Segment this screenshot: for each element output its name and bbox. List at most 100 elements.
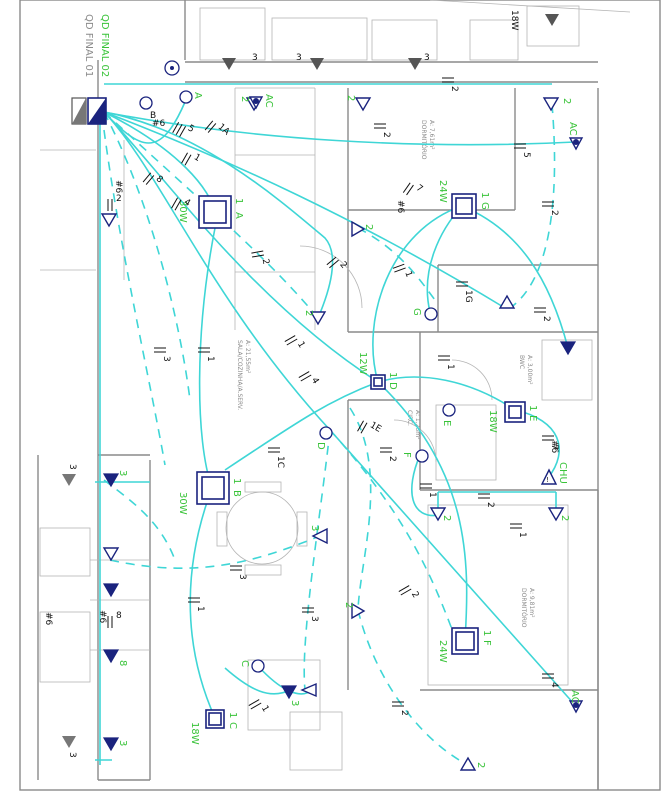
svg-text:2: 2 [485,502,495,508]
svg-text:AC: AC [263,94,274,108]
outlet[interactable]: 2 [542,97,572,112]
luminaire-e[interactable]: 18W 1 E [487,401,538,433]
svg-text:2: 2 [303,310,314,316]
outlet-floor[interactable]: 8 [102,649,128,666]
outlet-grey[interactable]: 3 [222,53,258,70]
luminaire-power: 30W [177,492,188,515]
room-name: DORMITÓRIO [520,588,527,628]
svg-text:CHU: CHU [557,462,568,484]
luminaires: 30W 1 A 24W 1 G 12W 1 D 18W 1 E [177,180,538,745]
panel-qd1[interactable] [71,97,87,125]
svg-text:2: 2 [337,260,348,271]
svg-text:2: 2 [409,590,421,600]
outlet[interactable] [102,547,120,562]
luminaire-switch-id: B [231,490,242,497]
outlet[interactable]: 2 [345,95,372,112]
luminaire-circuit: 1 [481,630,492,636]
outlet[interactable]: 2 [459,756,486,771]
svg-text:3: 3 [296,53,302,63]
outlet-floor[interactable]: 3 [102,470,128,488]
svg-text:4: 4 [549,682,559,688]
outlet[interactable] [498,294,516,309]
ac-point[interactable]: AC [568,690,584,714]
svg-text:AC: AC [569,690,580,704]
svg-text:2: 2 [561,98,572,104]
luminaire-power: 24W [437,180,448,203]
luminaire-c[interactable]: 18W 1 C [189,709,238,745]
outlet[interactable]: 2 [429,507,452,522]
outlet[interactable]: 2 [343,602,366,620]
outlet-floor[interactable]: 3 [102,737,128,752]
switch-e[interactable]: E [441,403,456,426]
outlet[interactable] [300,682,317,698]
ac-point[interactable]: AC [248,94,274,110]
outlet-floor[interactable] [102,583,120,598]
ac-point[interactable]: AC [567,122,584,151]
luminaire-circuit: 1 [387,372,398,378]
panel-qd2[interactable] [87,97,107,125]
outlet[interactable]: 2 [547,507,570,522]
svg-text:3: 3 [289,700,300,706]
room-area: A: 3,00m² [526,355,533,385]
outlet-grey[interactable]: 18W [509,10,559,30]
outlet[interactable]: 3 [309,525,328,545]
switch-f[interactable]: F [401,449,429,463]
svg-text:E: E [441,420,452,426]
svg-text:2: 2 [343,602,354,608]
outlet-grey[interactable]: 3 [408,53,430,70]
outlet[interactable]: 2 [351,220,374,238]
shower-point[interactable]: ! CHU [540,462,568,485]
switch-c[interactable]: C [239,659,265,673]
svg-text:3: 3 [252,53,258,63]
special-points: AC AC AC ! CHU [248,94,584,714]
outlet-floor[interactable]: 3 [280,685,300,706]
panel-qd1-label: QD FINAL 01 [83,14,94,77]
svg-text:8: 8 [154,174,165,186]
svg-text:2: 2 [387,456,397,462]
svg-text:1E: 1E [368,420,383,435]
room-name: BWC [518,355,525,369]
switch-b[interactable]: B [139,96,156,121]
svg-text:3: 3 [117,740,128,746]
switch-g[interactable]: G [411,307,438,321]
luminaire-g[interactable]: 24W 1 G [437,180,490,219]
svg-text:2: 2 [363,224,374,230]
switch-d[interactable]: D [315,426,333,450]
outlet[interactable] [100,213,118,228]
svg-text:2: 2 [449,86,459,92]
outlet-grey[interactable]: 3 [62,464,77,486]
svg-text:8: 8 [117,660,128,666]
svg-text:3: 3 [237,574,247,580]
outlet-floor[interactable] [559,341,577,356]
outlet[interactable]: 2 [303,310,327,326]
outlet-grey[interactable]: 3 [62,736,77,758]
svg-text:2: 2 [116,194,122,204]
luminaire-d[interactable]: 12W 1 D [357,352,398,390]
svg-text:7: 7 [414,183,424,194]
svg-text:B: B [150,111,156,121]
svg-text:2: 2 [441,515,452,521]
svg-text:1: 1 [517,532,527,538]
luminaire-power: 30W [177,200,188,223]
gauge-labels: #6 #6 #6 #6 #6 #6 [43,119,559,626]
switch-a[interactable]: A [179,90,203,104]
luminaire-b[interactable]: 30W 1 B [177,471,242,515]
luminaire-a[interactable]: 30W 1 A [177,195,244,229]
svg-text:2: 2 [399,710,409,716]
svg-text:1: 1 [205,356,215,362]
svg-text:3: 3 [67,464,77,470]
switches: A G D E F C B [139,60,456,673]
svg-text:1: 1 [427,492,437,498]
outlet-grey[interactable]: 3 [296,53,324,70]
ceiling-point[interactable] [164,60,180,76]
luminaire-switch-id: F [481,640,492,646]
circuit-wiring [95,83,576,766]
svg-text:1: 1 [259,704,271,714]
svg-text:7: 7 [549,444,559,450]
luminaire-f[interactable]: 24W 1 F [437,627,492,663]
room-area: A: 1,23m² [414,410,421,440]
svg-text:1: 1 [402,270,413,279]
outlets: 2 2 2 2 2 2 2 3 2 2 3 3 8 3 3 3 3 3 3 18… [62,10,577,771]
svg-text:F: F [401,452,412,458]
